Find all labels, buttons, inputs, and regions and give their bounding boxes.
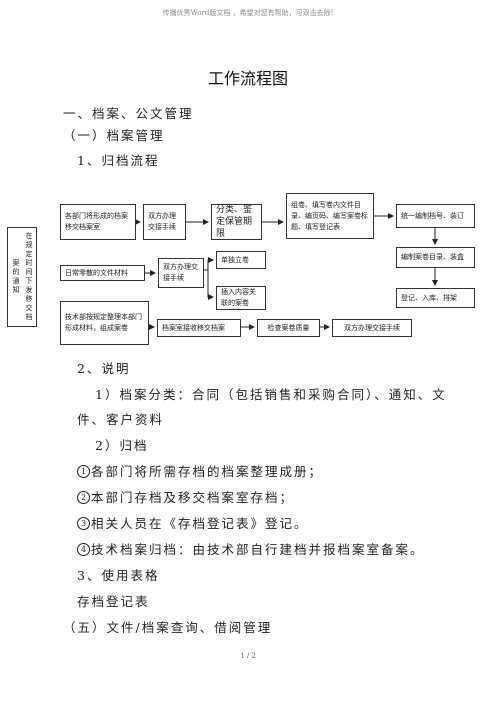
page-number: 1 / 2 (240, 652, 256, 660)
list-item-text: 相关人员在《存档登记表》登记。 (91, 516, 309, 531)
box-number-bind: 统一编制档号、装订 (396, 204, 475, 228)
list-item-text: 各部门将所需存档的档案整理成册； (91, 464, 324, 479)
forms-heading: 3、使用表格 (77, 568, 160, 583)
box-single-file: 单独立卷 (216, 251, 266, 269)
box-insert-file: 插入内容关联的案卷 (216, 286, 266, 310)
section-heading-1: 一、档案、公文管理 (63, 106, 194, 121)
arrow-proc2-to-insert (207, 270, 214, 300)
forms-name: 存档登记表 (77, 594, 150, 609)
doc-banner: 传播优秀Word版文档 ，希望对您有帮助，可双击去除! (162, 9, 334, 17)
section-heading-5: （五）文件/档案查询、借阅管理 (63, 620, 273, 635)
box-notice: 在规定时间下发移交档案的通知 (7, 227, 37, 327)
flow-heading: 1、归档流程 (77, 153, 160, 168)
box-register: 登记、入库、排架 (396, 288, 475, 308)
subsection-heading: （一）档案管理 (63, 128, 165, 143)
box-both-proc-1: 双方办理交接手续 (143, 204, 186, 240)
box-tech-dept: 技术部按规定整理本部门形成材料，组成案卷 (60, 301, 149, 345)
circled-number-1: 1 (77, 465, 90, 478)
arrow-proc2-to-single (204, 257, 214, 271)
circled-number-3: 3 (77, 517, 90, 530)
circled-number-2: 2 (77, 491, 90, 504)
explain-para-2: 2）归档 (95, 438, 149, 453)
box-check: 检查案卷质量 (257, 319, 320, 337)
list-item-text: 本部门存档及移交档案室存档； (91, 490, 295, 505)
circled-number-4: 4 (77, 543, 90, 556)
page-title: 工作流程图 (207, 69, 288, 88)
box-both-proc-2: 双方办理交接手续 (158, 258, 204, 288)
box-daily-docs: 日常零散的文件材料 (60, 265, 145, 281)
explain-para-1a: 1）档案分类：合同（包括销售和采购合同）、通知、文 (95, 387, 447, 402)
box-both-proc-3: 双方办理交接手续 (332, 319, 412, 337)
box-assemble: 组卷、填写卷内文件目录、编页码、编写案卷标题、填写登记表 (286, 193, 374, 239)
box-classify: 分类、鉴定保管期限 (211, 204, 262, 240)
box-receive: 档案室接收移交档案 (157, 319, 241, 337)
explain-heading: 2、说明 (77, 361, 131, 376)
box-catalog: 编制案卷目录、装盒 (396, 247, 475, 268)
box-dept-transfer: 各部门将形成的档案移交档案室 (60, 204, 136, 240)
explain-para-1b: 件、客户资料 (77, 412, 165, 427)
list-item-text: 技术档案归档：由技术部自行建档并报档案室备案。 (91, 542, 425, 557)
